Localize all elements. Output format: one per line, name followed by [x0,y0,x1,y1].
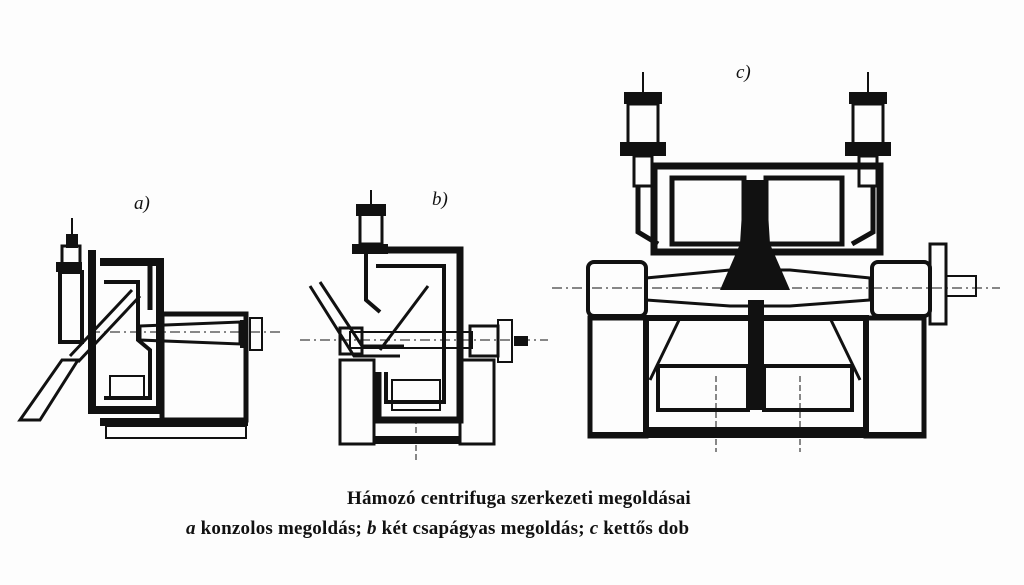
caption-a-text: konzolos megoldás; [195,518,368,539]
b-drum [376,264,446,404]
a-discharge [109,375,145,399]
label-a: a) [134,193,150,214]
a-column [58,270,84,344]
caption-c-letter: c [589,518,599,539]
caption-c-text: kettős dob [598,518,690,539]
a-coupling [240,320,248,348]
a-foot [105,425,247,439]
b-cylinder [358,212,384,246]
c-right-pedestal [863,315,927,439]
b-shaft-end [514,336,528,346]
a-scraper-arm [68,288,134,358]
c-upper-right-drum [763,175,845,247]
c-base [590,432,926,438]
c-lower-right-drum [762,364,854,412]
caption-b-text: két csapágyas megoldás; [376,518,590,539]
c-hub [720,180,790,290]
c-left-bearing [586,260,648,318]
c-right-bearing [870,260,932,318]
c-lower-casing [643,315,869,433]
caption-a-letter: a [186,518,196,539]
c-left-pedestal [587,315,649,439]
b-base [374,436,460,444]
a-pulley [249,317,263,351]
b-pulley [497,319,513,363]
drawing-c: c) [552,62,1000,452]
c-left-cylinder [620,72,666,247]
label-b: b) [432,189,448,210]
b-discharge [391,379,441,411]
c-right-scraper [828,317,862,381]
a-scraper-arm-2 [76,294,142,364]
caption-title: Hámozó centrifuga szerkezeti megoldásai [347,488,691,509]
b-casing [362,246,464,424]
b-scraper [378,285,430,351]
c-upper-casing [650,162,884,256]
a-cylinder-top [66,234,78,248]
b-chute-1 [308,285,400,358]
a-chute [17,358,81,422]
c-left-scraper [648,317,682,381]
b-left-leg [338,358,376,446]
caption-legend: a konzolos megoldás; b két csapágyas meg… [186,518,1024,540]
b-cylinder-base [352,244,388,254]
c-lower-left-drum [656,364,750,412]
b-right-leg [458,358,496,446]
a-shaft [138,320,242,346]
a-casing-top [100,259,153,310]
c-right-cylinder [845,72,891,247]
c-pulley [928,242,948,326]
c-shaft-end [945,275,977,297]
label-c: c) [736,62,751,83]
drawing-a: a) [17,193,284,439]
b-arm [364,254,382,314]
b-left-bearing [338,326,364,356]
c-upper-left-drum [669,175,747,247]
a-bearing-housing [159,311,249,423]
b-right-bearing [468,324,500,358]
caption-b-letter: b [367,518,377,539]
c-center-web [748,300,764,410]
drawing-b: b) [300,189,548,460]
